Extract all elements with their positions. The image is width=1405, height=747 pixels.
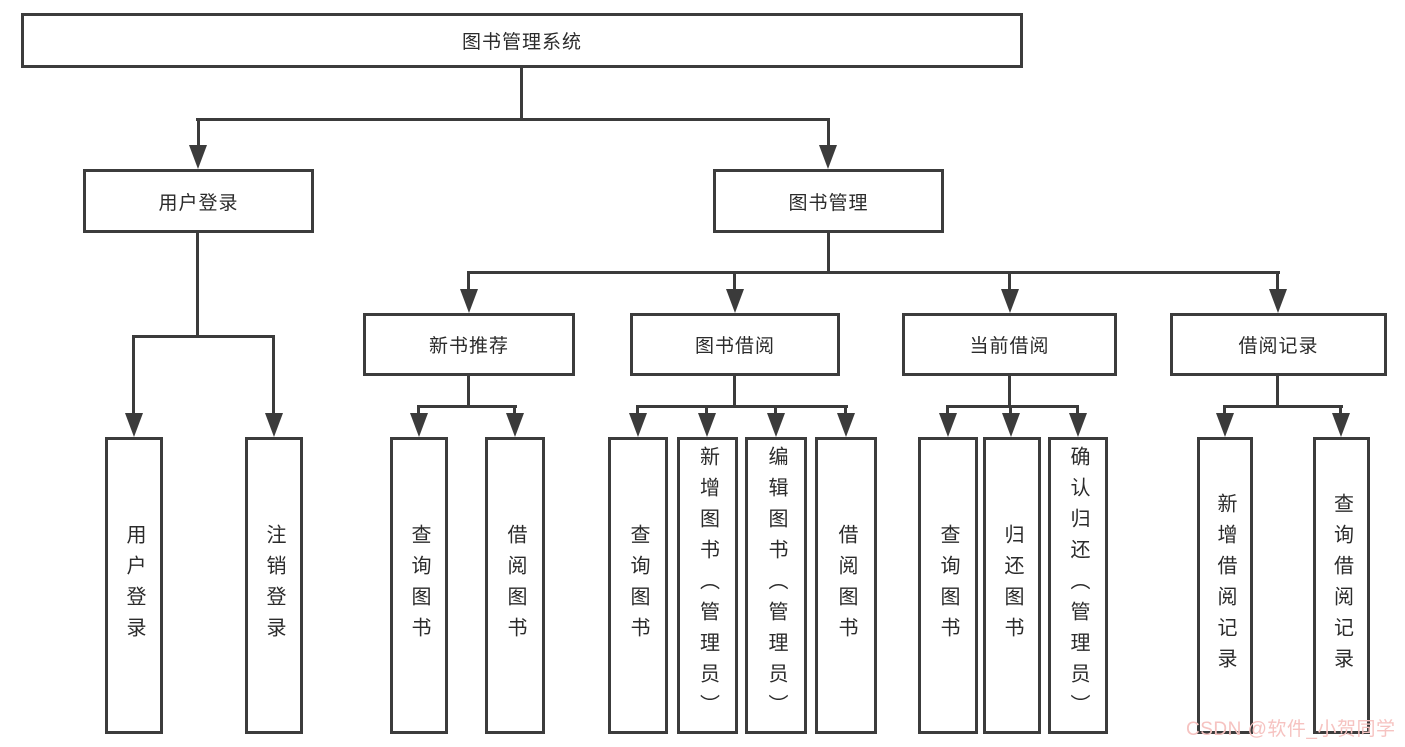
connector-line [1008, 376, 1011, 405]
arrowhead-down-icon [767, 413, 785, 437]
arrowhead-down-icon [698, 413, 716, 437]
leaf-query-borrow-record-label: 查询借阅记录 [1330, 492, 1353, 679]
leaf-query-books-2: 查询图书 [608, 437, 668, 734]
leaf-query-borrow-record: 查询借阅记录 [1313, 437, 1370, 734]
leaf-user-login-label: 用户登录 [123, 523, 145, 648]
leaf-add-borrow-record: 新增借阅记录 [1197, 437, 1253, 734]
leaf-borrow-books-2-label: 借阅图书 [835, 523, 857, 648]
arrowhead-down-icon [1001, 289, 1019, 313]
leaf-return-books-label: 归还图书 [1001, 523, 1023, 648]
connector-line [1276, 271, 1279, 291]
leaf-confirm-return-admin-label: 确认归还（管理员） [1067, 446, 1089, 725]
leaf-add-books-admin-label: 新增图书（管理员） [696, 446, 719, 725]
leaf-confirm-return-admin: 确认归还（管理员） [1048, 437, 1108, 734]
node-borrow-records-label: 借阅记录 [1238, 336, 1319, 357]
leaf-query-books-1-label: 查询图书 [408, 523, 430, 648]
connector-line [196, 118, 830, 121]
node-new-book-recommend: 新书推荐 [363, 313, 575, 376]
arrowhead-down-icon [410, 413, 428, 437]
arrowhead-down-icon [506, 413, 524, 437]
connector-line [417, 405, 517, 408]
connector-line [467, 271, 470, 291]
leaf-borrow-books-1-label: 借阅图书 [504, 523, 526, 648]
connector-line [1008, 271, 1011, 291]
node-book-borrow: 图书借阅 [630, 313, 840, 376]
leaf-add-books-admin: 新增图书（管理员） [677, 437, 738, 734]
node-user-login-label: 用户登录 [158, 192, 239, 214]
node-book-management: 图书管理 [713, 169, 944, 233]
arrowhead-down-icon [1002, 413, 1020, 437]
leaf-return-books: 归还图书 [983, 437, 1041, 734]
arrowhead-down-icon [125, 413, 143, 437]
connector-line [827, 118, 830, 146]
leaf-add-borrow-record-label: 新增借阅记录 [1214, 492, 1236, 679]
connector-line [946, 405, 1079, 408]
connector-line [946, 405, 949, 415]
connector-line [733, 376, 736, 405]
node-root-label: 图书管理系统 [461, 32, 582, 53]
node-new-book-recommend-label: 新书推荐 [428, 336, 509, 357]
arrowhead-down-icon [629, 413, 647, 437]
leaf-edit-books-admin-label: 编辑图书（管理员） [765, 446, 787, 725]
arrowhead-down-icon [265, 413, 283, 437]
connector-line [132, 335, 275, 338]
arrowhead-down-icon [939, 413, 957, 437]
connector-line [132, 335, 135, 415]
arrowhead-down-icon [1216, 413, 1234, 437]
connector-line [636, 405, 848, 408]
leaf-query-books-3-label: 查询图书 [937, 523, 959, 648]
arrowhead-down-icon [460, 289, 478, 313]
node-user-login: 用户登录 [83, 169, 314, 233]
node-book-borrow-label: 图书借阅 [694, 336, 775, 357]
node-borrow-records: 借阅记录 [1170, 313, 1387, 376]
leaf-query-books-2-label: 查询图书 [627, 523, 649, 648]
connector-line [774, 405, 777, 415]
leaf-edit-books-admin: 编辑图书（管理员） [745, 437, 807, 734]
arrowhead-down-icon [726, 289, 744, 313]
connector-line [1276, 376, 1279, 405]
connector-line [272, 335, 275, 415]
connector-line [1076, 405, 1079, 415]
connector-line [467, 376, 470, 405]
node-root: 图书管理系统 [21, 13, 1023, 68]
connector-line [513, 405, 516, 415]
connector-line [467, 271, 1280, 274]
arrowhead-down-icon [1269, 289, 1287, 313]
leaf-borrow-books-2: 借阅图书 [815, 437, 877, 734]
connector-line [636, 405, 639, 415]
leaf-user-login: 用户登录 [105, 437, 163, 734]
connector-line [196, 233, 199, 335]
leaf-query-books-1: 查询图书 [390, 437, 448, 734]
arrowhead-down-icon [837, 413, 855, 437]
arrowhead-down-icon [819, 145, 837, 169]
connector-line [733, 271, 736, 291]
connector-line [520, 68, 523, 118]
arrowhead-down-icon [189, 145, 207, 169]
leaf-borrow-books-1: 借阅图书 [485, 437, 545, 734]
arrowhead-down-icon [1069, 413, 1087, 437]
arrowhead-down-icon [1332, 413, 1350, 437]
leaf-logout: 注销登录 [245, 437, 303, 734]
connector-line [1339, 405, 1342, 415]
leaf-query-books-3: 查询图书 [918, 437, 978, 734]
connector-line [1223, 405, 1226, 415]
node-book-management-label: 图书管理 [788, 192, 869, 214]
connector-line [197, 118, 200, 146]
csdn-watermark: CSDN @软件_小贺同学 [1186, 719, 1396, 740]
node-current-borrow-label: 当前借阅 [969, 336, 1050, 357]
connector-line [1009, 405, 1012, 415]
connector-line [417, 405, 420, 415]
connector-line [827, 233, 830, 271]
connector-line [1223, 405, 1343, 408]
connector-line [705, 405, 708, 415]
leaf-logout-label: 注销登录 [263, 523, 285, 648]
connector-line [844, 405, 847, 415]
node-current-borrow: 当前借阅 [902, 313, 1117, 376]
